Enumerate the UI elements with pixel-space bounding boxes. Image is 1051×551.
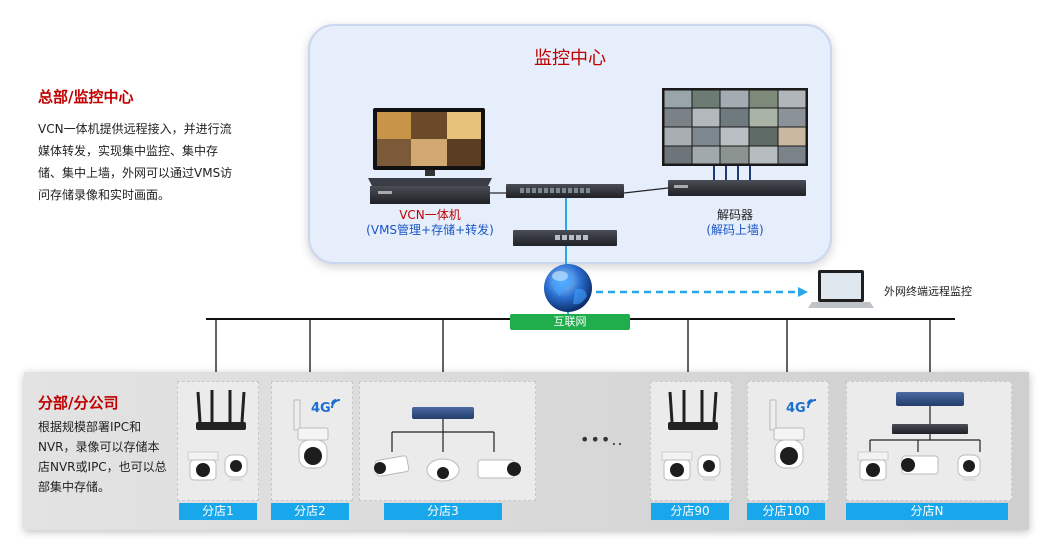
ptz-camera-icon [187,451,219,481]
wifi-router-icon [668,390,718,430]
bullet-camera-icon [901,455,939,475]
vcn-sublabel: (VMS管理+存储+转发) [366,223,494,237]
4g-ptz-camera-icon [293,399,329,469]
store-label: 分店90 [651,503,729,520]
4g-badge: 4G [311,401,331,416]
dome-camera-icon [426,458,460,482]
switch-icon [896,392,964,424]
wifi-router-icon [196,390,246,430]
vcn-label: VCN一体机 [399,208,461,222]
remote-monitor-label: 外网终端远程监控 [884,285,972,298]
core-switch [506,184,624,198]
cube-camera-icon [957,454,981,481]
cube-camera-icon [697,454,721,481]
center-title: 监控中心 [534,48,606,69]
store-label: 分店100 [747,503,825,520]
ptz-camera-icon [857,451,889,481]
remote-link [596,287,808,297]
nvr-icon [869,424,981,452]
decoder-sublabel: (解码上墙) [706,223,764,237]
laptop-icon [808,270,874,308]
hq-description: VCN一体机提供远程接入，并进行流媒体转发，实现集中监控、集中存储、集中上墙，外… [38,122,233,202]
store-label: 分店1 [179,503,257,520]
cube-camera-icon [224,454,248,481]
store-label: 分店2 [271,503,349,520]
nvr-switch-icon [391,407,495,452]
bullet-camera-icon [477,459,521,479]
branch-title: 分部/分公司 [38,394,119,412]
store-card [177,381,259,501]
internet-label: 互联网 [510,314,630,330]
decoder-device [668,180,806,196]
center-links [490,187,669,194]
4g-ptz-camera-icon [769,399,805,469]
store-label: 分店N [846,503,1008,520]
more-stores-ellipsis: •••.. [580,430,624,449]
store-card [650,381,732,501]
4g-signal-icon [331,399,341,409]
globe-icon [544,264,592,312]
bullet-camera-icon [374,455,410,477]
vcn-monitor [373,108,485,176]
vcn-appliance [368,178,492,204]
hq-title: 总部/监控中心 [38,88,134,106]
4g-signal-icon [807,399,817,409]
drop-lines [215,319,931,382]
video-wall [662,88,808,180]
decoder-label: 解码器 [716,208,753,222]
ptz-camera-icon [661,451,693,481]
router [513,230,617,246]
branch-description: 根据规模部署IPC和NVR，录像可以存储本店NVR或IPC，也可以总部集中存储。 [38,420,167,494]
4g-badge: 4G [786,401,806,416]
store-label: 分店3 [384,503,502,520]
